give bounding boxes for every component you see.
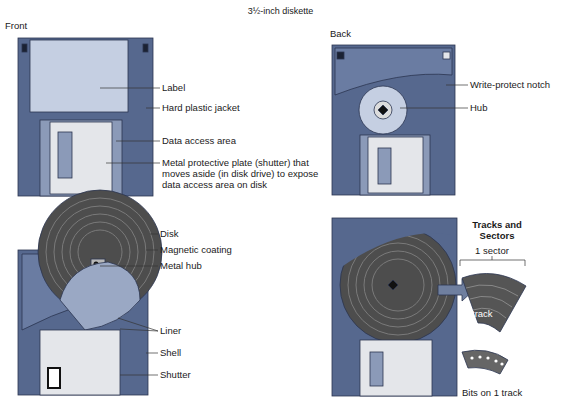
part-label: Data access area (162, 135, 312, 146)
part-label: Metal protective plate (shutter) that mo… (162, 157, 322, 190)
section-heading: Tracks and Sectors (466, 219, 528, 241)
part-label: Label (162, 82, 282, 93)
view-title: Front (5, 20, 65, 31)
part-label: Hard plastic jacket (162, 102, 312, 113)
part-label: 1 sector (462, 245, 522, 256)
part-label: track (472, 308, 512, 319)
part-label: Disk (160, 228, 260, 239)
part-label: Write-protect notch (470, 79, 560, 90)
diagram-title: 3½-inch diskette (0, 6, 561, 17)
part-label: Liner (160, 325, 260, 336)
part-label: Hub (470, 102, 550, 113)
view-title: Back (330, 28, 390, 39)
part-label: Magnetic coating (160, 244, 280, 255)
part-label: Shell (160, 347, 260, 358)
part-label: Metal hub (160, 260, 260, 271)
part-label: Shutter (160, 369, 260, 380)
part-label: Bits on 1 track (462, 387, 552, 398)
